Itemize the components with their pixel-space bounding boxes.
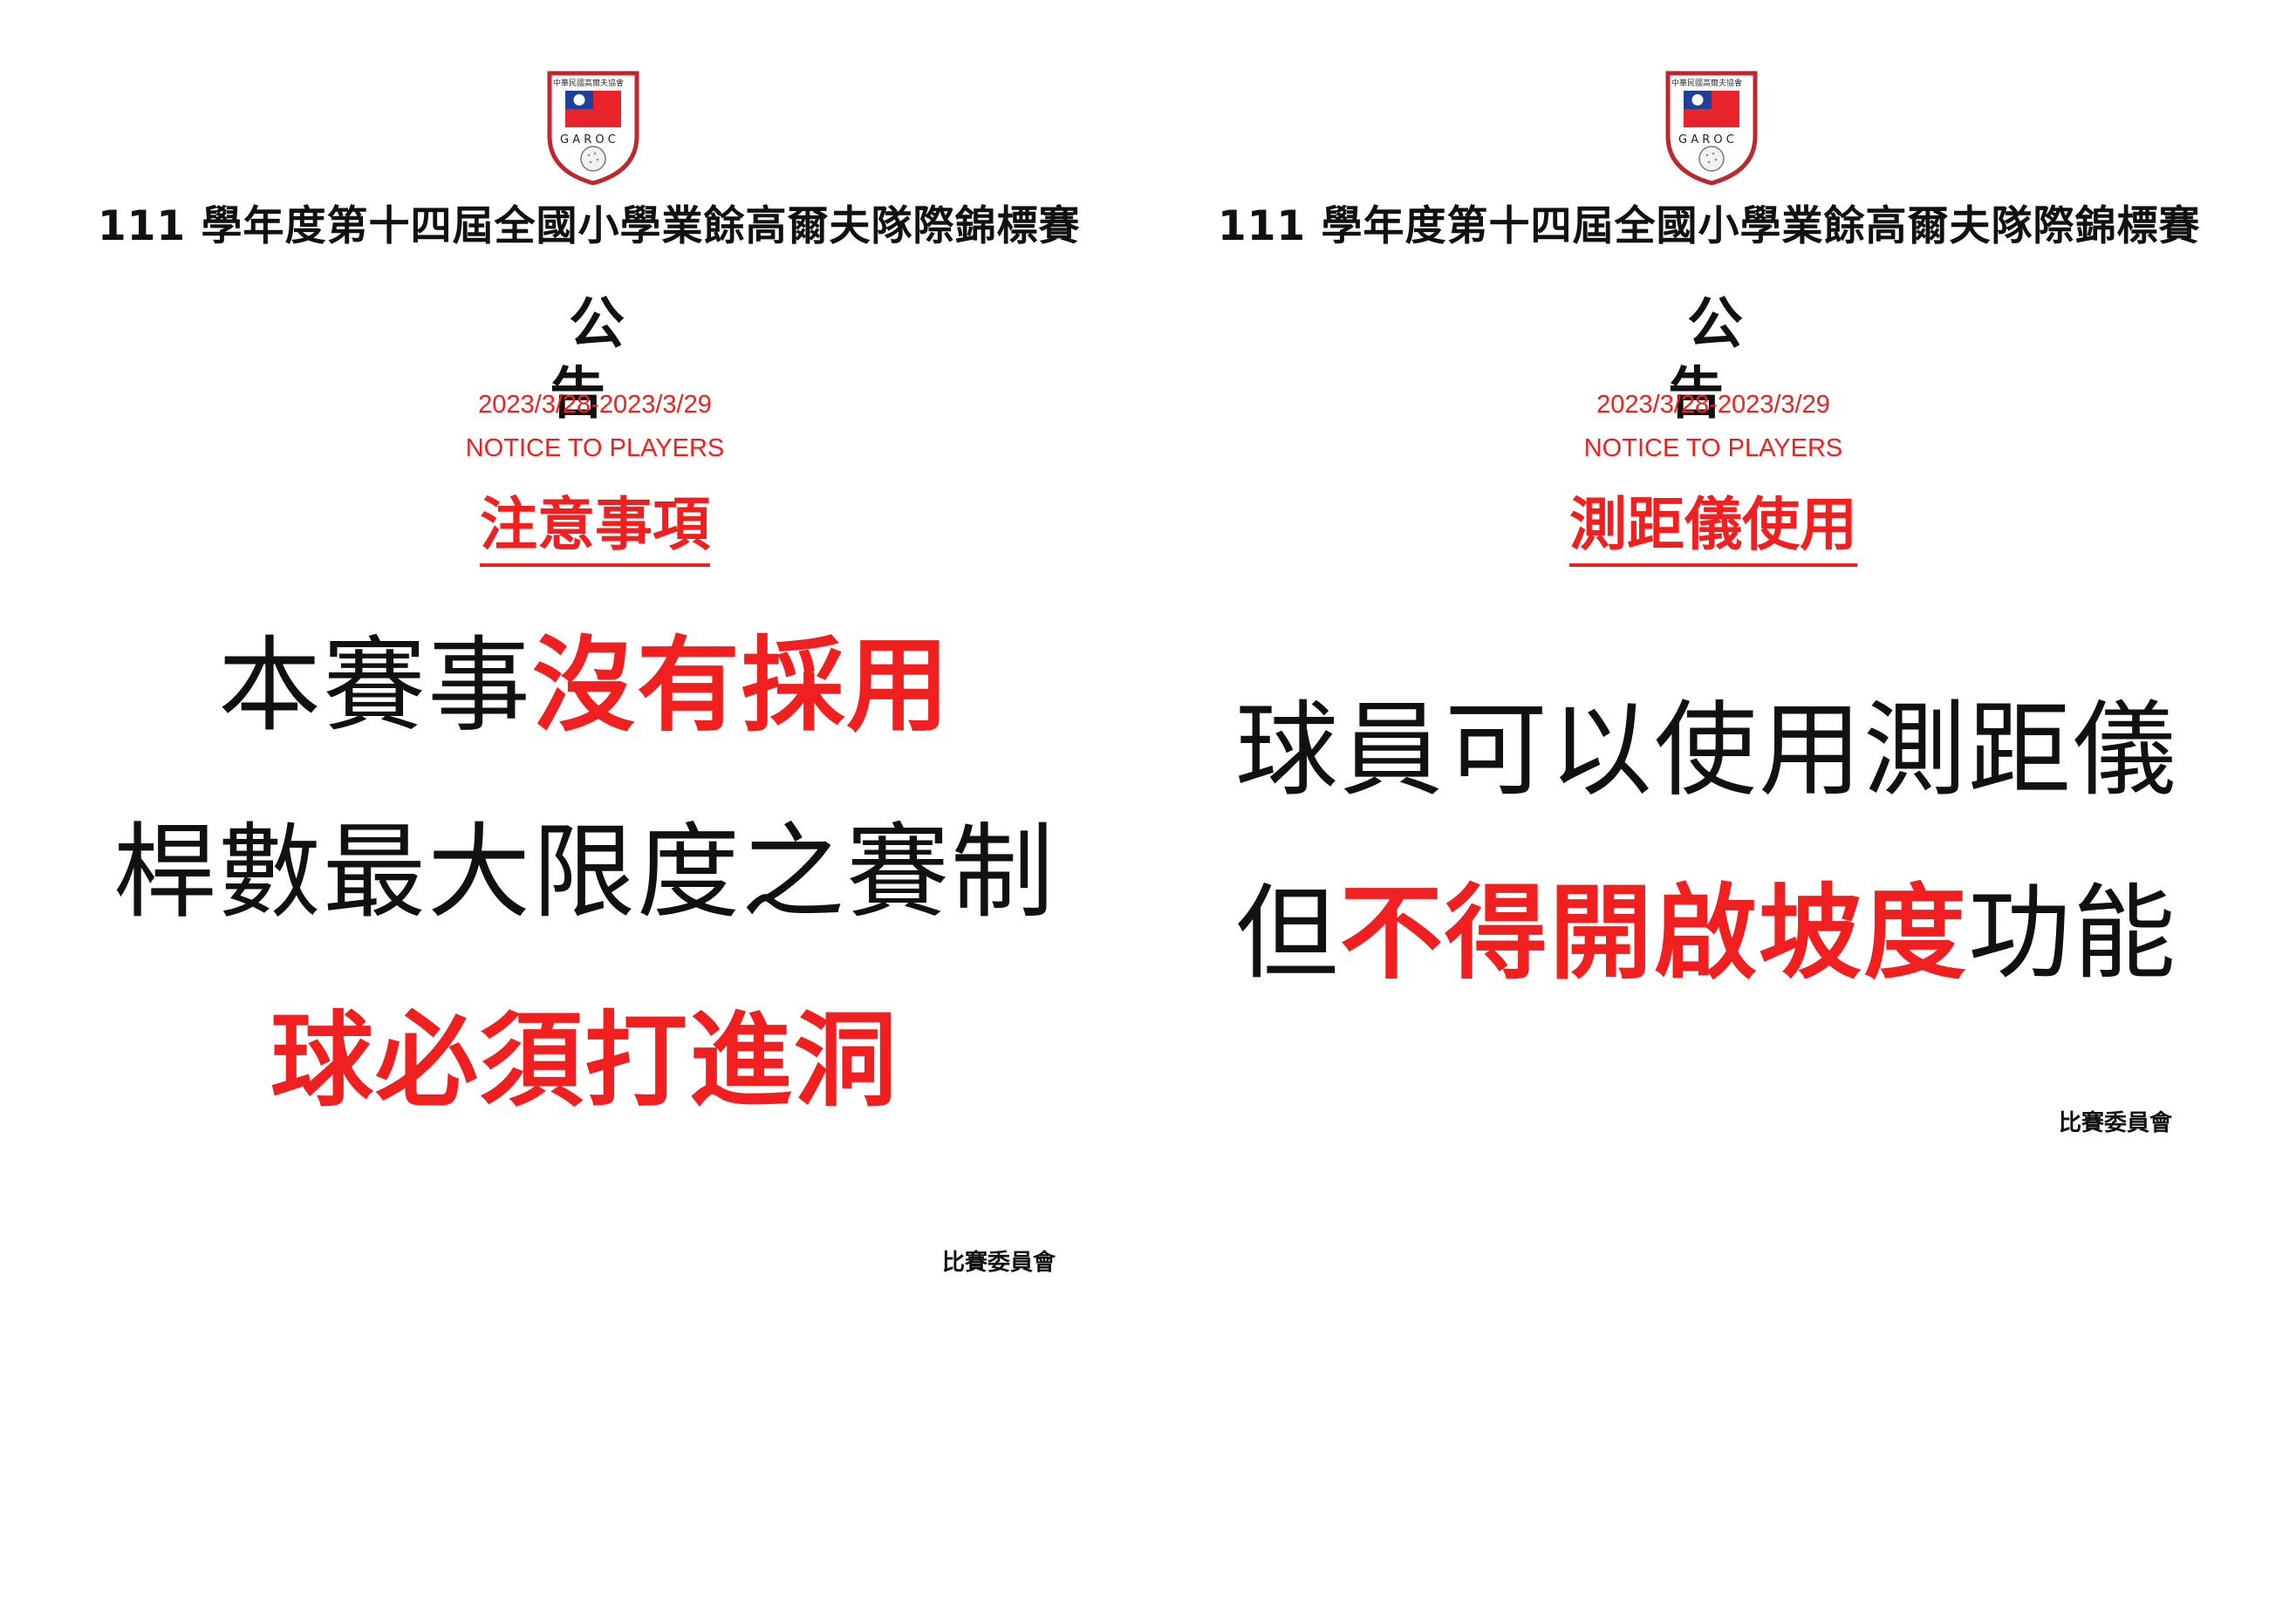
svg-text:中華民國高爾夫協會: 中華民國高爾夫協會 xyxy=(1671,78,1742,88)
event-title: 111 學年度第十四屆全國小學業餘高爾夫隊際錦標賽 xyxy=(98,202,1081,250)
notice-line-2-black-end: 功能 xyxy=(1968,873,2178,993)
notice-heading: 公告 xyxy=(1668,292,1781,426)
notice-to-players-label: NOTICE TO PLAYERS xyxy=(1583,434,1843,462)
svg-text:中華民國高爾夫協會: 中華民國高爾夫協會 xyxy=(553,78,624,88)
garoc-emblem-icon: 中華民國高爾夫協會 G A R O C xyxy=(543,68,644,187)
notice-line-1: 本賽事沒有採用 xyxy=(87,624,1082,747)
notice-subject: 注意事項 xyxy=(377,488,813,567)
notice-line-2-black-start: 但 xyxy=(1234,873,1340,993)
event-title: 111 學年度第十四屆全國小學業餘高爾夫隊際錦標賽 xyxy=(1218,202,2201,250)
notice-line-2: 但不得開啟坡度功能 xyxy=(1200,872,2212,994)
notice-line-2: 桿數最大限度之賽制 xyxy=(113,812,1056,932)
committee-signature: 比賽委員會 xyxy=(2059,1110,2173,1136)
notice-subject-text: 測距儀使用 xyxy=(1569,488,1857,567)
committee-signature: 比賽委員會 xyxy=(942,1250,1056,1276)
notice-line-3: 球必須打進洞 xyxy=(270,1000,899,1121)
garoc-emblem-icon: 中華民國高爾夫協會 G A R O C xyxy=(1661,68,1762,187)
notice-to-players-label: NOTICE TO PLAYERS xyxy=(465,434,725,462)
svg-text:G A R O C: G A R O C xyxy=(560,133,616,147)
notice-page-left: 中華民國高爾夫協會 G A R O C 111 學年度第十四屆全國小學業餘高爾夫… xyxy=(87,68,1082,1276)
notice-line-1: 球員可以使用測距儀 xyxy=(1234,690,2177,810)
event-dates: 2023/3/28-2023/3/29 xyxy=(1596,391,1830,419)
notice-line-1-black: 本賽事 xyxy=(217,625,532,746)
notice-line-2-red: 不得開啟坡度 xyxy=(1339,873,1968,993)
event-dates: 2023/3/28-2023/3/29 xyxy=(478,391,712,419)
svg-text:G A R O C: G A R O C xyxy=(1678,133,1734,147)
notice-subject: 測距儀使用 xyxy=(1495,488,1931,567)
notice-subject-text: 注意事項 xyxy=(480,488,710,567)
notice-line-1-red: 沒有採用 xyxy=(532,625,952,746)
notice-page-right: 中華民國高爾夫協會 G A R O C 111 學年度第十四屆全國小學業餘高爾夫… xyxy=(1148,0,2296,1623)
notice-heading: 公告 xyxy=(550,292,663,426)
